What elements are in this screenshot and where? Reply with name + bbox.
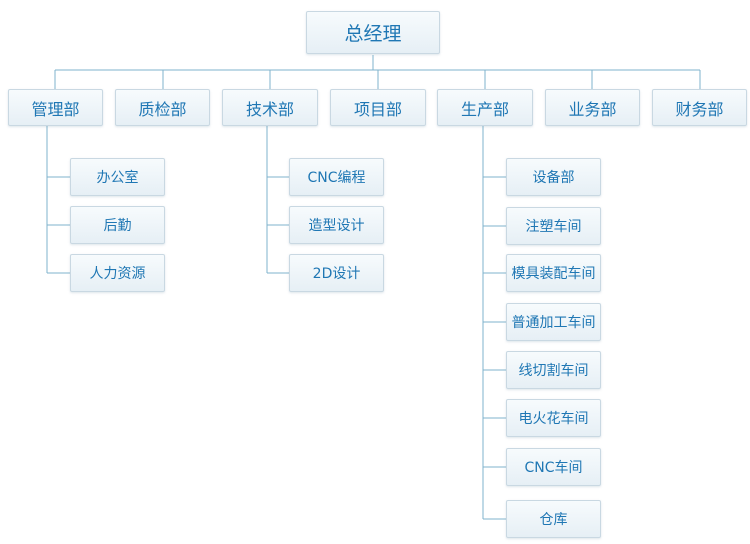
- node-dept-jishu: 技术部: [222, 89, 318, 126]
- node-general-manager: 总经理: [306, 11, 440, 54]
- node-sub-dianhuohua-chejian: 电火花车间: [506, 399, 601, 437]
- node-dept-shengchan: 生产部: [437, 89, 533, 126]
- node-sub-shebeibu: 设备部: [506, 158, 601, 196]
- node-sub-xianqiege-chejian: 线切割车间: [506, 351, 601, 389]
- node-dept-caiwu: 财务部: [652, 89, 747, 126]
- node-dept-xiangmu: 项目部: [330, 89, 426, 126]
- node-dept-zhijian: 质检部: [115, 89, 210, 126]
- node-sub-renliziyuan: 人力资源: [70, 254, 165, 292]
- node-sub-2d-sheji: 2D设计: [289, 254, 384, 292]
- node-sub-houqin: 后勤: [70, 206, 165, 244]
- node-sub-zhusu-chejian: 注塑车间: [506, 207, 601, 245]
- node-dept-yewu: 业务部: [545, 89, 640, 126]
- node-sub-cangku: 仓库: [506, 500, 601, 538]
- node-dept-guanli: 管理部: [8, 89, 103, 126]
- node-sub-muju-zhuangpei-chejian: 模具装配车间: [506, 254, 601, 292]
- node-sub-cnc-biancheng: CNC编程: [289, 158, 384, 196]
- node-sub-cnc-chejian: CNC车间: [506, 448, 601, 486]
- node-sub-bangongshi: 办公室: [70, 158, 165, 196]
- node-sub-zaoxing-sheji: 造型设计: [289, 206, 384, 244]
- node-sub-putong-jiagong-chejian: 普通加工车间: [506, 303, 601, 341]
